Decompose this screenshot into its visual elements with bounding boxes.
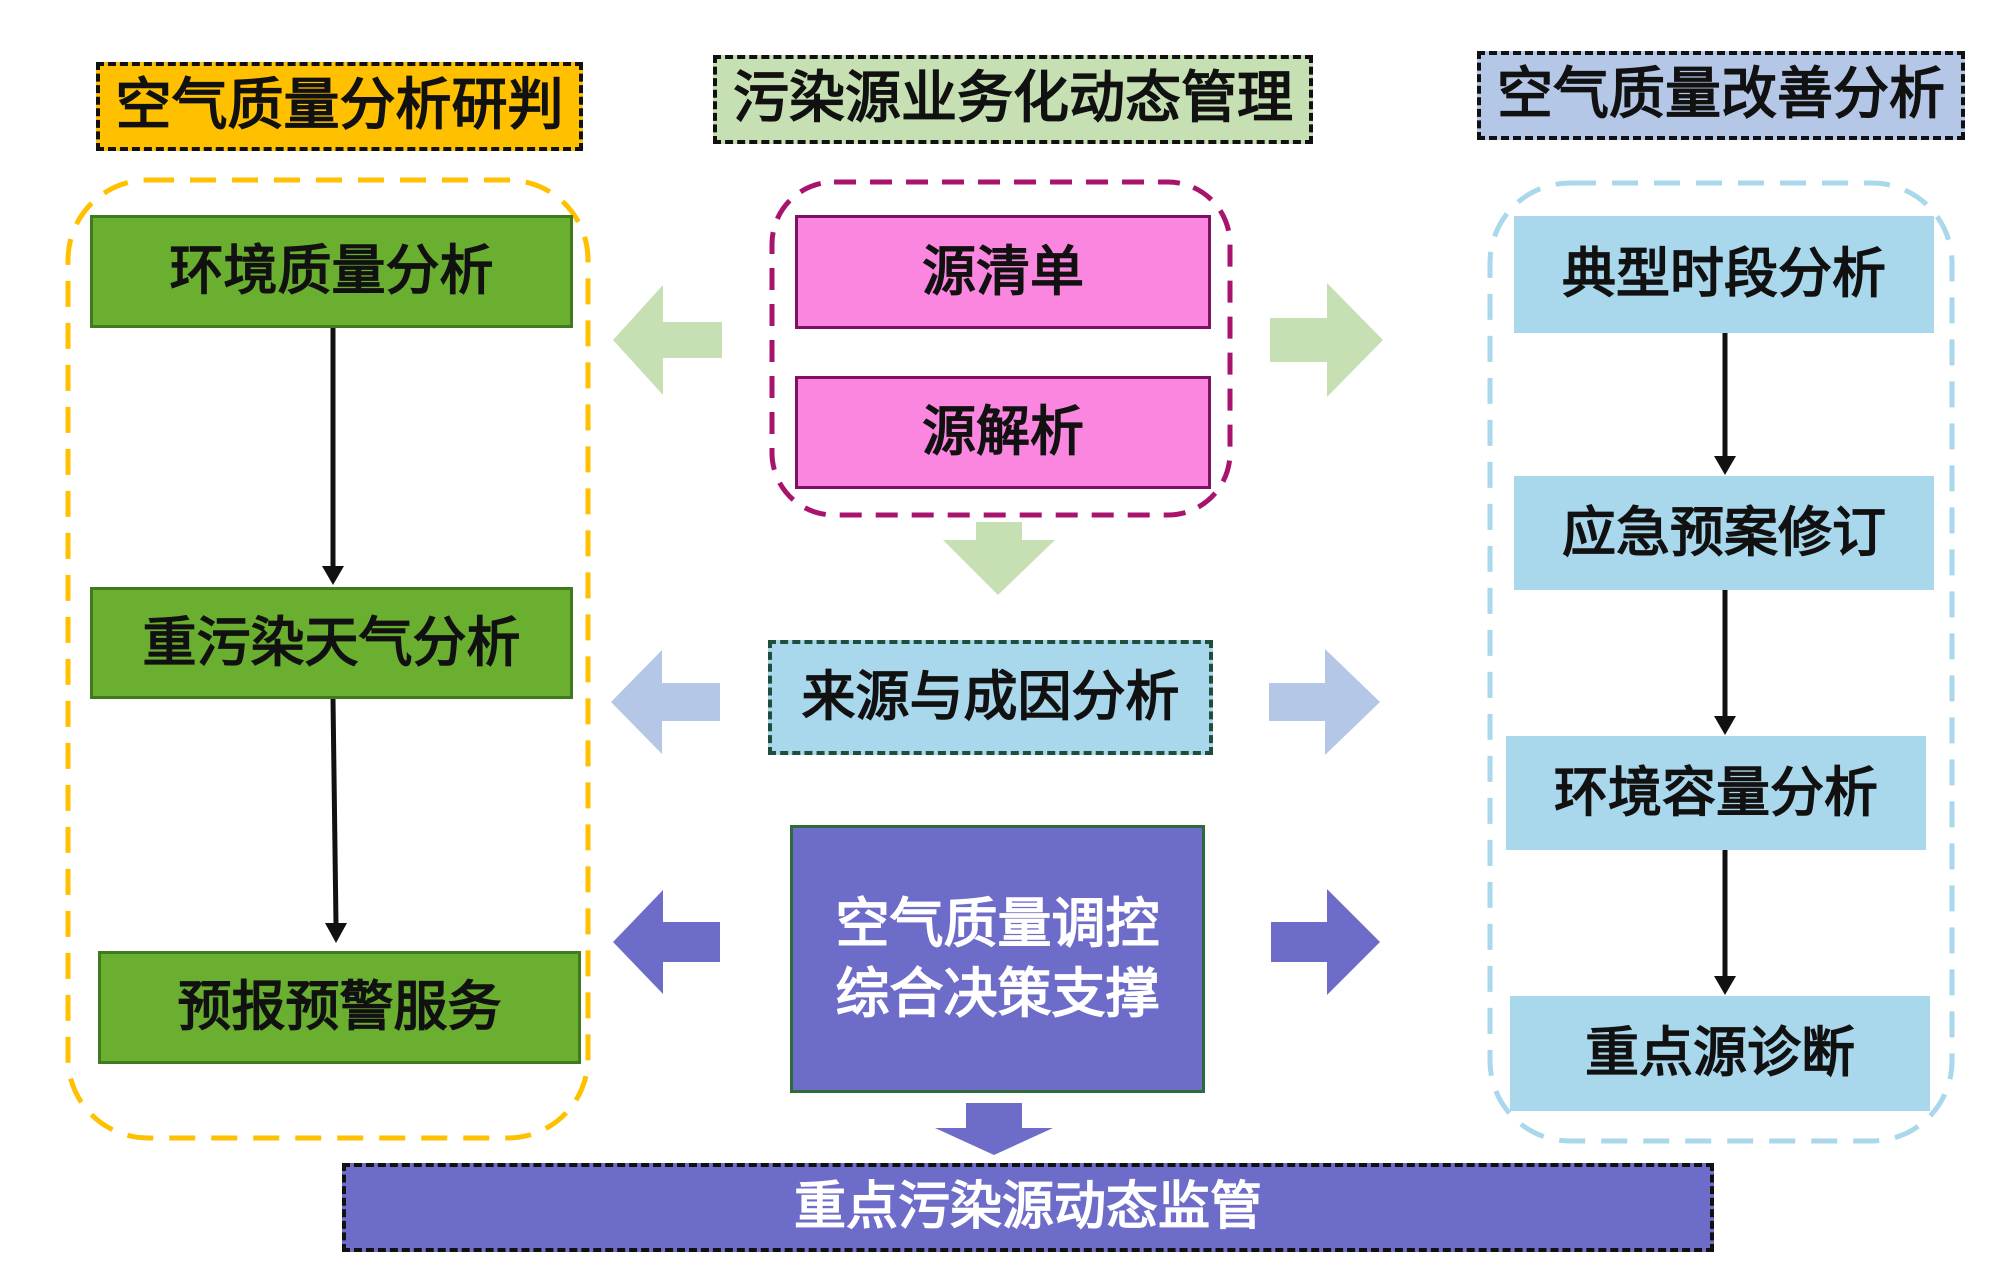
right-connector-2 — [1714, 590, 1736, 735]
left-box-label: 重污染天气分析 — [142, 610, 521, 674]
header-center-label: 污染源业务化动态管理 — [733, 66, 1293, 132]
arrow-left-row3 — [613, 890, 720, 994]
arrow-down-bottom — [935, 1103, 1053, 1155]
left-box-forecast-warning: 预报预警服务 — [98, 951, 581, 1064]
arrow-left-row2 — [611, 650, 720, 754]
right-box-label: 典型时段分析 — [1562, 242, 1886, 306]
right-box-key-source-diagnosis: 重点源诊断 — [1510, 996, 1930, 1111]
header-left-label: 空气质量分析研判 — [115, 73, 564, 139]
center-box-label: 源清单 — [922, 239, 1084, 303]
bottom-bar-key-source-monitoring: 重点污染源动态监管 — [342, 1163, 1714, 1252]
bottom-bar-label: 重点污染源动态监管 — [793, 1176, 1262, 1237]
left-box-environment-quality: 环境质量分析 — [90, 215, 573, 328]
arrow-right-row2 — [1269, 649, 1380, 755]
header-center: 污染源业务化动态管理 — [713, 55, 1313, 144]
left-box-label: 环境质量分析 — [169, 239, 494, 303]
left-connector-1 — [322, 328, 344, 585]
right-connector-3 — [1714, 850, 1736, 995]
header-right-label: 空气质量改善分析 — [1497, 62, 1945, 128]
right-connector-1 — [1714, 333, 1736, 475]
left-box-heavy-pollution-weather: 重污染天气分析 — [90, 587, 573, 699]
center-source-group-outline — [769, 179, 1233, 518]
right-group-outline — [1487, 180, 1955, 1144]
header-left: 空气质量分析研判 — [96, 62, 583, 151]
header-right: 空气质量改善分析 — [1477, 51, 1965, 140]
right-box-label: 环境容量分析 — [1554, 760, 1878, 824]
left-box-label: 预报预警服务 — [177, 975, 502, 1039]
arrow-left-row1 — [613, 285, 722, 395]
left-connector-2 — [325, 698, 347, 943]
arrow-down-center — [943, 522, 1055, 595]
right-box-emergency-plan: 应急预案修订 — [1514, 476, 1934, 590]
center-box-source-inventory: 源清单 — [795, 215, 1211, 329]
center-box-source-apportionment: 源解析 — [795, 376, 1211, 489]
right-box-typical-period: 典型时段分析 — [1514, 216, 1934, 333]
right-box-environmental-capacity: 环境容量分析 — [1506, 736, 1926, 850]
center-box-label: 来源与成因分析 — [801, 665, 1180, 729]
right-box-label: 应急预案修订 — [1562, 500, 1886, 564]
center-box-label: 源解析 — [922, 400, 1084, 464]
decision-support-line-1: 空气质量调控 — [835, 891, 1160, 955]
center-box-cause-analysis: 来源与成因分析 — [768, 640, 1213, 755]
arrow-right-row1 — [1270, 283, 1383, 397]
arrow-right-row3 — [1271, 889, 1380, 995]
left-group-outline — [65, 177, 591, 1141]
right-box-label: 重点源诊断 — [1585, 1021, 1855, 1085]
center-box-decision-support: 空气质量调控 综合决策支撑 — [790, 825, 1205, 1093]
decision-support-line-2: 综合决策支撑 — [835, 962, 1160, 1025]
